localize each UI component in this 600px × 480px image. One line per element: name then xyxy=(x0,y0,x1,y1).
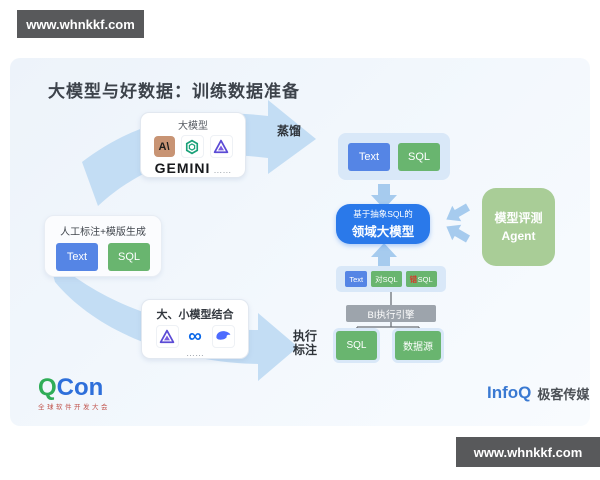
anthropic-logo-icon: A\ xyxy=(153,136,175,157)
watermark-banner-bottom: www.whnkkf.com xyxy=(456,437,600,467)
wrong-sql-text: SQL xyxy=(417,274,433,284)
model-combination-label: 大、小模型结合 xyxy=(156,309,234,321)
infoq-wordmark: InfoQ xyxy=(487,383,532,402)
llm-logo-row: A\ xyxy=(153,135,233,158)
llm-brand-row: GEMINI …… xyxy=(155,160,232,176)
evaluation-agent-box: 模型评测 Agent xyxy=(482,188,555,266)
manual-annotation-box: 人工标注+模版生成 Text SQL xyxy=(44,215,162,277)
qcon-q-letter: Q xyxy=(38,374,57,401)
infoq-logo: InfoQ 极客传媒 xyxy=(487,383,589,403)
labeled-results-row: Text 对SQL 错 SQL xyxy=(336,266,446,292)
result-text-chip: Text xyxy=(345,271,368,287)
distilled-pair-container: Text SQL xyxy=(338,133,450,180)
gemini-brand-text: GEMINI xyxy=(154,160,211,176)
manual-text-chip: Text xyxy=(56,243,98,271)
watermark-text: www.whnkkf.com xyxy=(26,16,135,32)
tongyi-logo-icon xyxy=(155,325,179,348)
qcon-wordmark: QCon xyxy=(38,376,110,400)
openai-logo-icon xyxy=(180,135,204,158)
qcon-subtitle: 全球软件开发大会 xyxy=(38,404,110,411)
watermark-text: www.whnkkf.com xyxy=(473,444,583,460)
tongyi-logo-icon xyxy=(209,135,233,158)
llm-ellipsis: …… xyxy=(213,165,232,175)
result-wrong-sql-chip: 错 SQL xyxy=(405,271,437,287)
execute-arrow-label: 执行 标注 xyxy=(293,329,317,357)
combination-ellipsis: …… xyxy=(186,348,204,358)
distilled-text-chip: Text xyxy=(348,142,390,171)
manual-sql-chip: SQL xyxy=(108,243,150,271)
distilled-sql-chip: SQL xyxy=(398,142,440,171)
domain-model-subtitle: 基于抽象SQL的 xyxy=(353,209,413,219)
manual-annotation-label: 人工标注+模版生成 xyxy=(60,227,146,238)
manual-chip-row: Text SQL xyxy=(56,243,150,271)
qcon-logo: QCon 全球软件开发大会 xyxy=(38,376,110,412)
execute-label-line2: 标注 xyxy=(293,343,318,357)
watermark-banner-top: www.whnkkf.com xyxy=(17,10,144,38)
datasource-box: 数据源 xyxy=(395,331,441,360)
deepseek-logo-icon xyxy=(211,325,235,348)
llm-box-label: 大模型 xyxy=(178,121,208,132)
wrong-sql-highlight: 错 xyxy=(409,274,418,284)
agent-label-line2: Agent xyxy=(501,229,536,243)
combination-logo-row: ∞ xyxy=(155,325,235,348)
qcon-con-letters: Con xyxy=(56,374,104,401)
meta-logo-icon: ∞ xyxy=(184,326,206,347)
execute-label-line1: 执行 xyxy=(293,329,318,343)
distill-arrow-label: 蒸馏 xyxy=(277,124,302,138)
model-combination-box: 大、小模型结合 ∞ …… xyxy=(141,299,249,359)
domain-model-title: 领域大模型 xyxy=(351,225,415,239)
llm-source-box: 大模型 A\ GEMINI …… xyxy=(140,112,246,178)
domain-model-box: 基于抽象SQL的 领域大模型 xyxy=(336,204,430,244)
bi-engine-bar: BI执行引擎 xyxy=(346,305,436,322)
infoq-media-label: 极客传媒 xyxy=(537,386,590,402)
agent-label-line1: 模型评测 xyxy=(494,211,543,225)
result-correct-sql-chip: 对SQL xyxy=(371,271,402,287)
page-title: 大模型与好数据：训练数据准备 xyxy=(48,82,300,101)
executed-sql-box: SQL xyxy=(336,331,377,360)
